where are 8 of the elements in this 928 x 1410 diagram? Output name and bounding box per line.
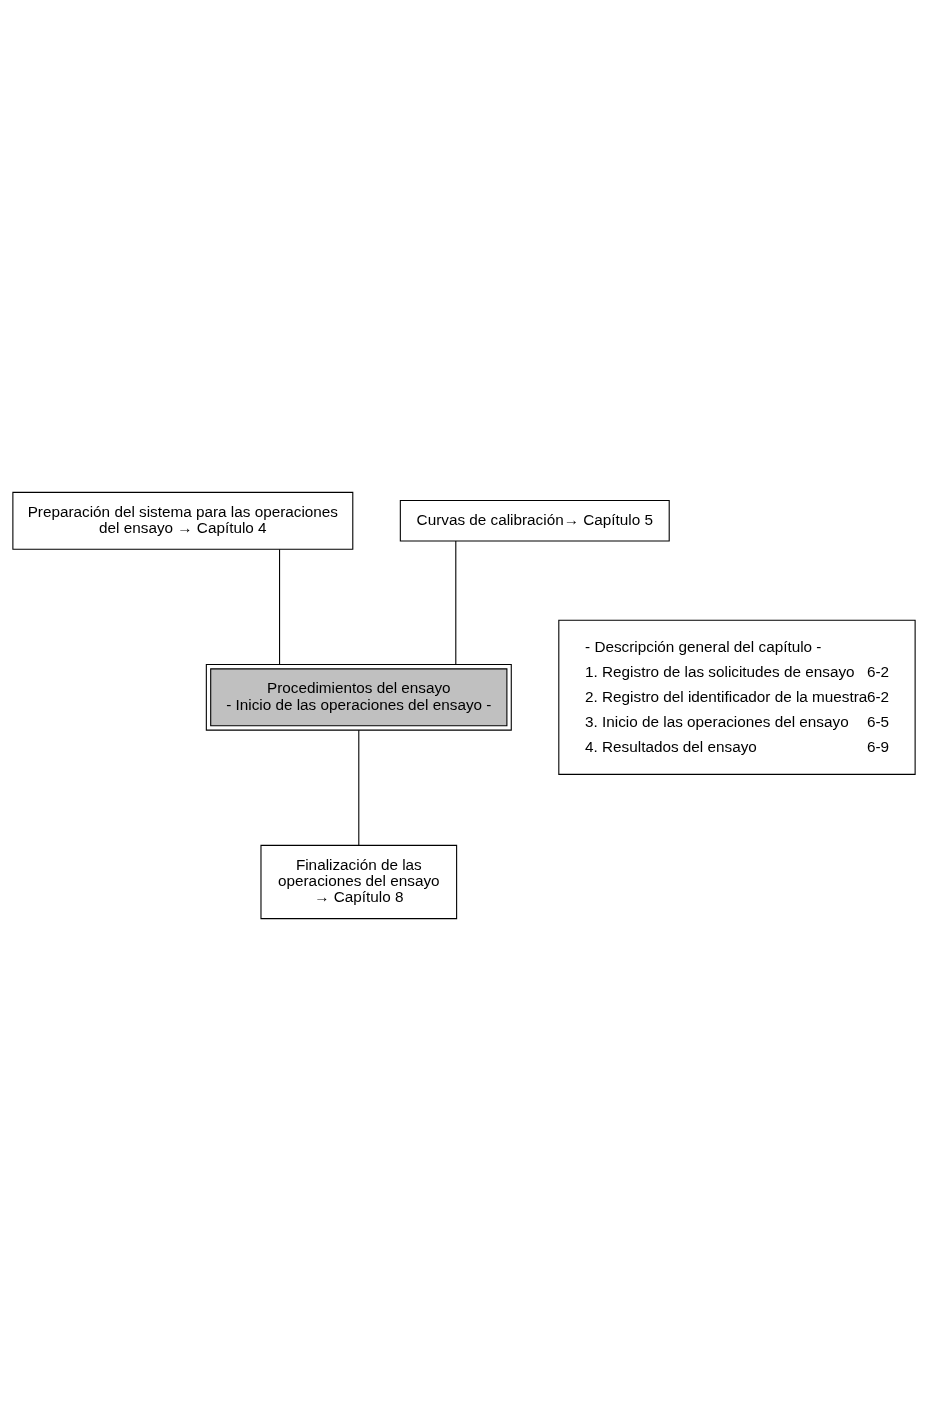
connector	[279, 548, 281, 665]
node-box: Procedimientos del ensayo - Inicio de las operaciones del ensayo -	[205, 663, 512, 731]
node-box: Preparación del sistema para las operaciones del ensayo → Capítulo 4	[12, 491, 354, 550]
connector	[455, 540, 457, 665]
connector	[358, 729, 360, 846]
node-box: Finalización de las operaciones del ensayo → Capítulo 8	[260, 844, 458, 919]
node-box: Curvas de calibración→ Capítulo 5	[399, 499, 670, 542]
node-box: - Descripción general del capítulo - 1. Registro de las solicitudes de ensayo 6-2 2. Registro del identificador de la muestra6-2 3. Inicio de las operaciones del ensayo 6-5 4. Resultados del ensayo 6-9	[558, 619, 916, 775]
